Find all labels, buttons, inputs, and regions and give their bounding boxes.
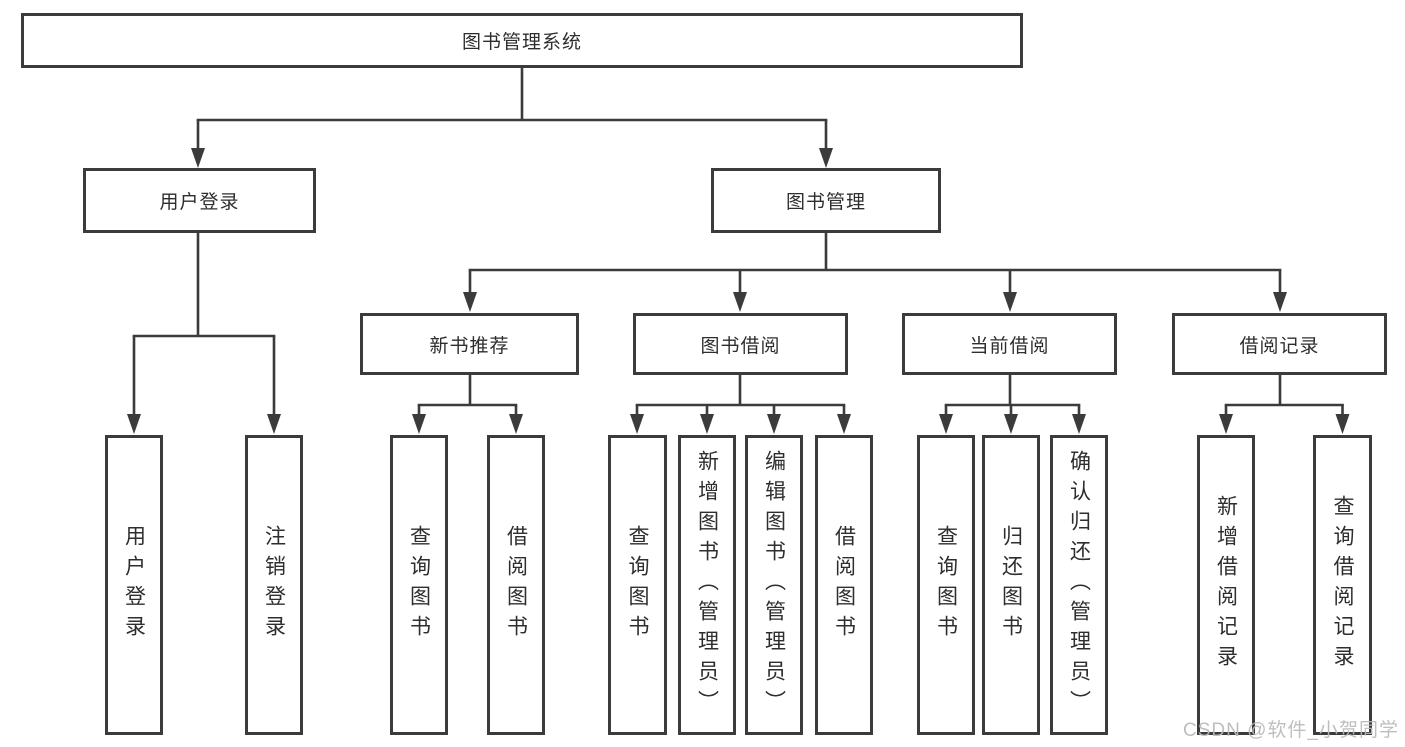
node-book-borrowing-label: 图书借阅 xyxy=(700,335,781,357)
leaf-query-borrow-record: 查询借阅记录 xyxy=(1313,435,1372,735)
node-user-login-group-label: 用户登录 xyxy=(159,192,240,213)
leaf-user-login: 用户登录 xyxy=(105,435,163,735)
node-book-borrowing: 图书借阅 xyxy=(633,313,848,375)
leaf-borrow-books-label: 借阅图书 xyxy=(832,525,856,645)
leaf-borrow-books: 借阅图书 xyxy=(815,435,873,735)
connector-login-to-leaves xyxy=(127,233,281,434)
node-new-book-recommend: 新书推荐 xyxy=(360,313,579,375)
leaf-query-books-current: 查询图书 xyxy=(917,435,975,735)
leaf-logout: 注销登录 xyxy=(245,435,303,735)
node-library-system-label: 图书管理系统 xyxy=(461,32,582,53)
leaf-confirm-return-admin: 确认归还（管理员） xyxy=(1050,435,1108,735)
leaf-borrow-books-recommend: 借阅图书 xyxy=(487,435,545,735)
leaf-return-books-label: 归还图书 xyxy=(999,525,1023,645)
connector-current-to-leaves xyxy=(939,375,1086,434)
connector-records-to-leaves xyxy=(1219,375,1350,434)
leaf-return-books: 归还图书 xyxy=(982,435,1040,735)
node-book-management: 图书管理 xyxy=(711,168,941,233)
leaf-user-login-label: 用户登录 xyxy=(122,525,146,645)
leaf-query-books-borrow-label: 查询图书 xyxy=(626,525,649,645)
node-borrowing-records: 借阅记录 xyxy=(1172,313,1387,375)
leaf-query-books-recommend: 查询图书 xyxy=(390,435,448,735)
leaf-add-borrow-record-label: 新增借阅记录 xyxy=(1214,495,1238,675)
node-user-login-group: 用户登录 xyxy=(83,168,316,233)
node-current-borrowing: 当前借阅 xyxy=(902,313,1117,375)
leaf-query-borrow-record-label: 查询借阅记录 xyxy=(1331,495,1354,675)
connector-root-to-level2 xyxy=(191,66,833,168)
node-new-book-recommend-label: 新书推荐 xyxy=(429,335,510,357)
connector-borrow-to-leaves xyxy=(630,375,851,434)
leaf-add-books-admin: 新增图书（管理员） xyxy=(678,435,736,735)
connector-bookmgmt-to-level3 xyxy=(463,233,1287,312)
leaf-borrow-books-recommend-label: 借阅图书 xyxy=(504,525,528,645)
leaf-add-borrow-record: 新增借阅记录 xyxy=(1197,435,1255,735)
leaf-query-books-borrow: 查询图书 xyxy=(608,435,667,735)
node-library-system: 图书管理系统 xyxy=(21,13,1023,68)
leaf-confirm-return-admin-label: 确认归还（管理员） xyxy=(1067,450,1091,720)
leaf-query-books-current-label: 查询图书 xyxy=(934,525,958,645)
leaf-edit-books-admin-label: 编辑图书（管理员） xyxy=(762,450,786,720)
connector-newbook-to-leaves xyxy=(412,375,523,434)
csdn-watermark: CSDN @软件_小贺同学 xyxy=(1183,720,1399,741)
leaf-logout-label: 注销登录 xyxy=(262,525,286,645)
node-current-borrowing-label: 当前借阅 xyxy=(969,335,1050,357)
leaf-edit-books-admin: 编辑图书（管理员） xyxy=(745,435,803,735)
node-borrowing-records-label: 借阅记录 xyxy=(1239,335,1320,357)
leaf-add-books-admin-label: 新增图书（管理员） xyxy=(695,450,719,720)
node-book-management-label: 图书管理 xyxy=(785,192,866,213)
leaf-query-books-recommend-label: 查询图书 xyxy=(407,525,431,645)
